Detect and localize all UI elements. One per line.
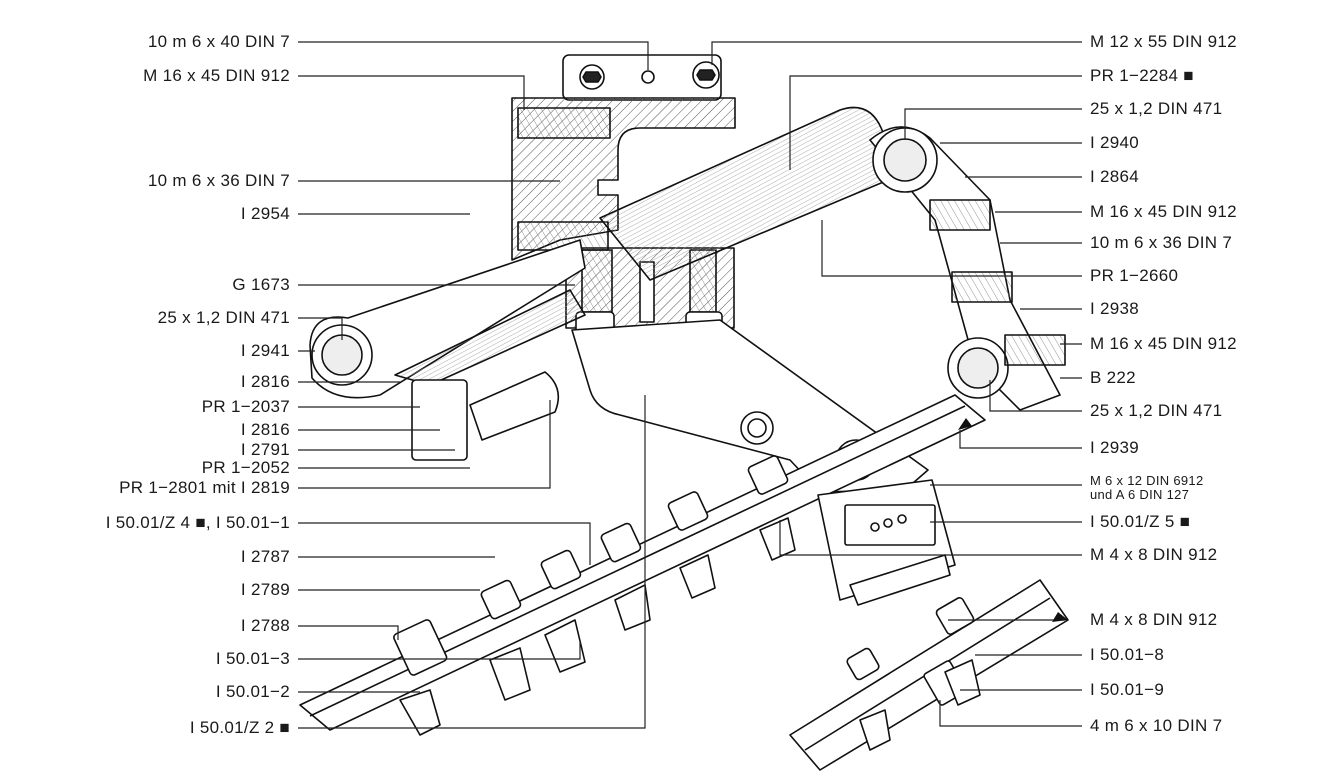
label-left-11: I 2791 [240,440,290,459]
leader-left-1 [298,41,649,70]
top-plate-bolt-right [692,61,720,89]
label-right-1: M 12 x 55 DIN 912 [1090,32,1237,51]
leader-arrow-right-2 [958,418,972,430]
label-left-19: I 50.01−2 [215,682,290,701]
leader-right-16 [779,520,1082,556]
label-right-9: I 2938 [1090,299,1140,318]
label-left-12: PR 1−2052 [201,458,290,477]
label-right-17: M 4 x 8 DIN 912 [1090,610,1218,629]
label-left-8: I 2816 [240,372,290,391]
label-left-4: I 2954 [240,204,290,223]
label-right-6: M 16 x 45 DIN 912 [1090,202,1237,221]
leader-left-6 [298,317,343,340]
label-right-2: PR 1−2284 ■ [1090,66,1194,85]
detail-teeth [859,659,981,751]
label-left-20: I 50.01/Z 2 ■ [189,718,290,737]
leader-right-20 [939,700,1082,727]
label-right-4: I 2940 [1090,133,1140,152]
label-left-9: PR 1−2037 [201,397,290,416]
label-left-7: I 2941 [240,341,290,360]
leader-left-17 [298,625,399,640]
label-left-17: I 2788 [240,616,290,635]
cutter-bar-teeth [399,517,796,736]
label-right-19: I 50.01−9 [1090,680,1165,699]
label-right-11: B 222 [1090,368,1136,387]
label-right-3: 25 x 1,2 DIN 471 [1090,99,1223,118]
label-right-20: 4 m 6 x 10 DIN 7 [1090,716,1223,735]
leader-right-12 [989,380,1082,412]
label-left-6: 25 x 1,2 DIN 471 [157,308,290,327]
left-swing-arm [309,239,586,399]
label-left-10: I 2816 [240,420,290,439]
swivel-connector [469,371,560,441]
label-left-15: I 2787 [240,547,290,566]
cutter-bar-main [299,394,986,731]
top-plate-pin-hole [641,70,655,84]
label-left-16: I 2789 [240,580,290,599]
label-right-16: M 4 x 8 DIN 912 [1090,545,1218,564]
label-left-18: I 50.01−3 [215,649,290,668]
label-left-5: G 1673 [232,275,290,294]
leader-right-1 [711,41,1082,65]
leader-right-3 [904,108,1082,140]
leader-right-2 [789,75,1082,170]
label-right-18: I 50.01−8 [1090,645,1165,664]
label-right-7: 10 m 6 x 36 DIN 7 [1090,233,1233,252]
label-left-13: PR 1−2801 mit I 2819 [119,478,290,497]
label-right-14b: und A 6 DIN 127 [1090,487,1190,502]
leader-left-18 [298,640,581,660]
leader-right-13 [959,430,1082,449]
label-left-14: I 50.01/Z 4 ■, I 50.01−1 [105,513,290,532]
cutter-bar-clamps [393,455,789,676]
leader-left-20 [298,395,646,729]
leader-left-13 [298,400,551,489]
label-right-14a: M 6 x 12 DIN 6912 [1090,473,1204,488]
top-plate-bolt-left [579,64,605,90]
label-left-2: M 16 x 45 DIN 912 [143,66,290,85]
label-right-15: I 50.01/Z 5 ■ [1090,512,1191,531]
hydraulic-cylinder [599,106,901,281]
leader-arrow-right [1052,612,1068,622]
label-right-10: M 16 x 45 DIN 912 [1090,334,1237,353]
label-left-3: 10 m 6 x 36 DIN 7 [147,171,290,190]
leader-left-2 [298,75,525,110]
label-left-1: 10 m 6 x 40 DIN 7 [147,32,290,51]
leader-left-14 [298,522,591,565]
bracket-bolt-upper [517,107,611,139]
label-right-12: 25 x 1,2 DIN 471 [1090,401,1223,420]
label-right-13: I 2939 [1090,438,1140,457]
label-right-8: PR 1−2660 [1090,266,1179,285]
label-right-5: I 2864 [1090,167,1140,186]
hose-fitting [411,379,468,461]
leader-right-8 [821,220,1082,277]
